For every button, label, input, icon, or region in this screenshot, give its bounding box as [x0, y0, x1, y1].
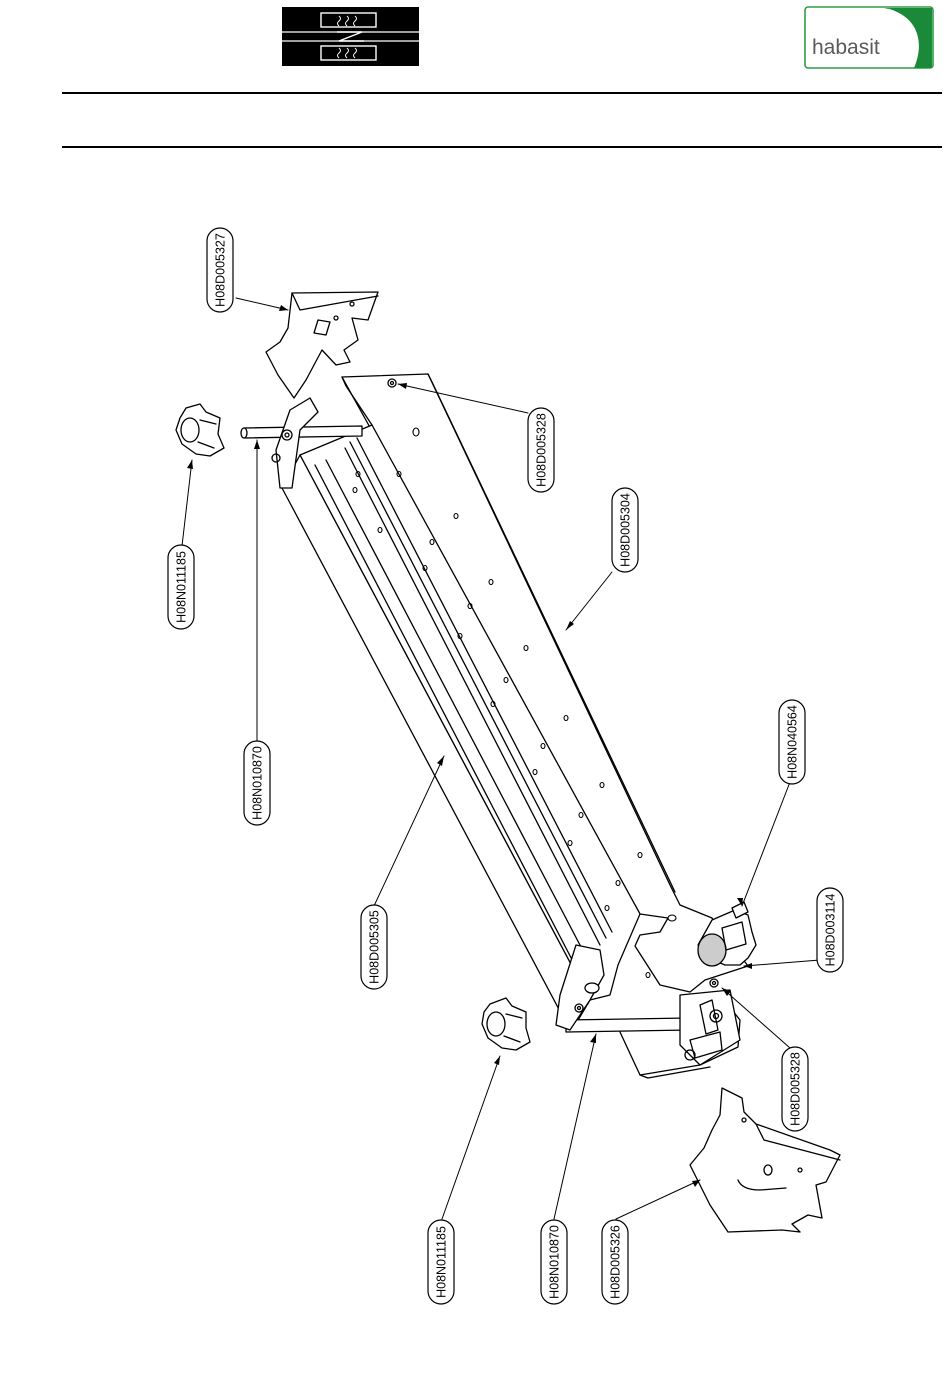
callout-H08N011185-top: H08N011185: [168, 545, 194, 629]
callout-label: H08N010870: [251, 746, 265, 820]
callout-H08D005305: H08D005305: [361, 905, 387, 989]
callout-label: H08D005328: [789, 1052, 803, 1126]
callout-H08D005326: H08D005326: [602, 1220, 628, 1304]
star-knob-top: [176, 404, 224, 456]
callout-label: H08D005304: [619, 493, 633, 567]
cam-clamp: [698, 902, 756, 966]
callout-label: H08N011185: [175, 551, 189, 623]
callout-H08D005327: H08D005327: [207, 228, 233, 312]
callout-H08N040564: H08N040564: [779, 700, 805, 784]
callout-H08N010870-top: H08N010870: [244, 741, 270, 825]
callout-label: H08N011185: [435, 1226, 449, 1298]
callout-H08D005304: H08D005304: [612, 488, 638, 572]
callout-label: H08D005327: [214, 233, 228, 307]
callout-H08D005328-top: H08D005328: [528, 408, 554, 492]
screw-top: [388, 379, 396, 387]
callout-label: H08N010870: [548, 1225, 562, 1299]
callout-H08D003114: H08D003114: [817, 888, 843, 972]
callout-H08N010870-bottom: H08N010870: [541, 1220, 567, 1304]
screw-bottom: [710, 979, 718, 987]
callout-label: H08D005326: [609, 1225, 623, 1299]
callout-label: H08N040564: [786, 705, 800, 779]
callout-label: H08D003114: [824, 894, 838, 967]
callout-label: H08D005305: [368, 910, 382, 984]
callout-label: H08D005328: [535, 413, 549, 487]
end-mechanism: [680, 990, 740, 1065]
end-plate-bottom: [690, 1088, 840, 1232]
callout-H08D005328-bottom: H08D005328: [782, 1047, 808, 1131]
callout-H08N011185-bottom: H08N011185: [428, 1220, 454, 1304]
star-knob-bottom: [482, 998, 530, 1050]
